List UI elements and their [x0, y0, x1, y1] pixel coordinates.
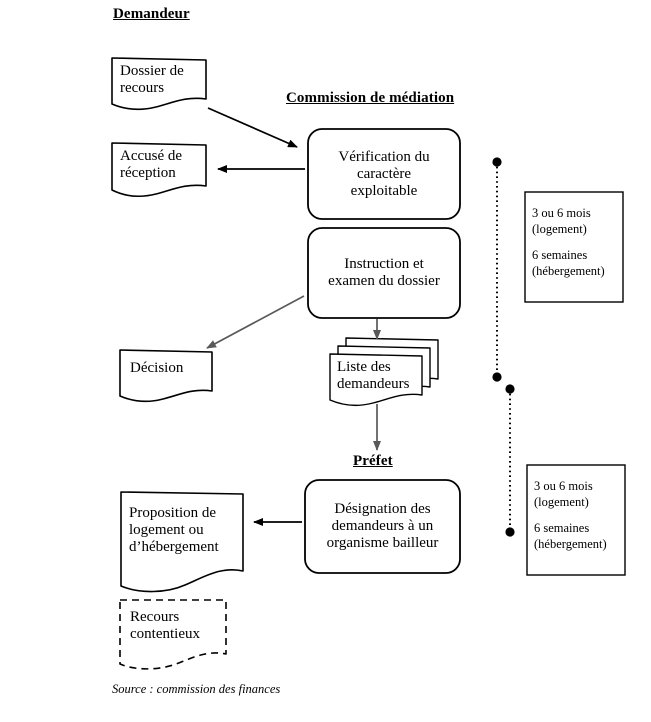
node-text-decision: Décision	[130, 359, 184, 376]
node-label-liste-des-demandeurs: Liste des demandeurs	[337, 355, 432, 397]
note-delai-commission-box	[524, 191, 624, 303]
node-instruction-et-examen-du-dossier-shape	[307, 227, 461, 319]
node-label-accuse-de-reception: Accusé de réception	[120, 145, 204, 185]
connector-instruction-to-decision	[206, 295, 305, 349]
node-text-liste-des-demandeurs: Liste des demandeurs	[337, 359, 410, 392]
lane-heading-demandeur: Demandeur	[113, 6, 190, 22]
node-label-proposition: Proposition de logement ou d’hébergement	[129, 497, 241, 563]
lane-heading-commission: Commission de médiation	[286, 90, 455, 106]
node-designation-des-demandeurs-shape	[304, 479, 461, 574]
node-label-recours-contentieux: Recours contentieux	[130, 604, 225, 648]
note-commission-line4: (hébergement)	[532, 263, 605, 278]
note-commission-spacer	[532, 238, 622, 247]
connector-dossier-to-verification	[207, 107, 298, 148]
note-prefet-spacer	[534, 511, 624, 520]
note-prefet-line1: 3 ou 6 mois	[534, 479, 593, 493]
note-delai-prefet-text: 3 ou 6 mois (logement) 6 semaines (héber…	[534, 478, 624, 552]
note-prefet-line4: (hébergement)	[534, 536, 607, 551]
node-dossier-de-recours-shape	[111, 57, 207, 111]
note-delai-commission-text: 3 ou 6 mois (logement) 6 semaines (héber…	[532, 205, 622, 279]
node-text-verification: Vérification du caractère exploitable	[338, 148, 430, 199]
note-commission-line2: (logement)	[532, 222, 587, 237]
note-prefet-line3: 6 semaines	[534, 520, 590, 535]
node-text-recours-contentieux: Recours contentieux	[130, 609, 200, 642]
node-label-instruction: Instruction et examen du dossier	[308, 230, 460, 316]
node-accuse-de-reception-shape	[111, 142, 207, 198]
node-label-decision: Décision	[130, 354, 210, 382]
node-text-dossier-de-recours: Dossier de recours	[120, 63, 184, 96]
node-recours-contentieux-shape	[119, 599, 227, 670]
note-commission-line3: 6 semaines	[532, 247, 588, 262]
note-prefet-line2: (logement)	[534, 495, 589, 510]
connector-bracket-prefet	[505, 384, 515, 537]
node-text-proposition: Proposition de logement ou d’hébergement	[129, 504, 219, 555]
node-label-verification: Vérification du caractère exploitable	[310, 131, 458, 217]
node-label-designation: Désignation des demandeurs à un organism…	[305, 482, 460, 571]
node-verification-du-caractere-exploitable-shape	[307, 128, 461, 220]
node-text-accuse-de-reception: Accusé de réception	[120, 148, 183, 181]
node-text-designation: Désignation des demandeurs à un organism…	[326, 501, 439, 551]
node-liste-des-demandeurs-shape	[329, 337, 439, 407]
node-label-dossier-de-recours: Dossier de recours	[120, 60, 204, 100]
node-text-instruction: Instruction et examen du dossier	[328, 256, 440, 289]
lane-heading-prefet: Préfet	[353, 453, 393, 469]
note-delai-prefet-box	[526, 464, 626, 576]
node-decision-shape	[119, 349, 213, 403]
note-commission-line1: 3 ou 6 mois	[532, 206, 591, 220]
connector-bracket-commission	[492, 157, 502, 382]
source-caption: Source : commission des finances	[112, 682, 281, 696]
node-proposition-de-logement-shape	[120, 491, 244, 593]
